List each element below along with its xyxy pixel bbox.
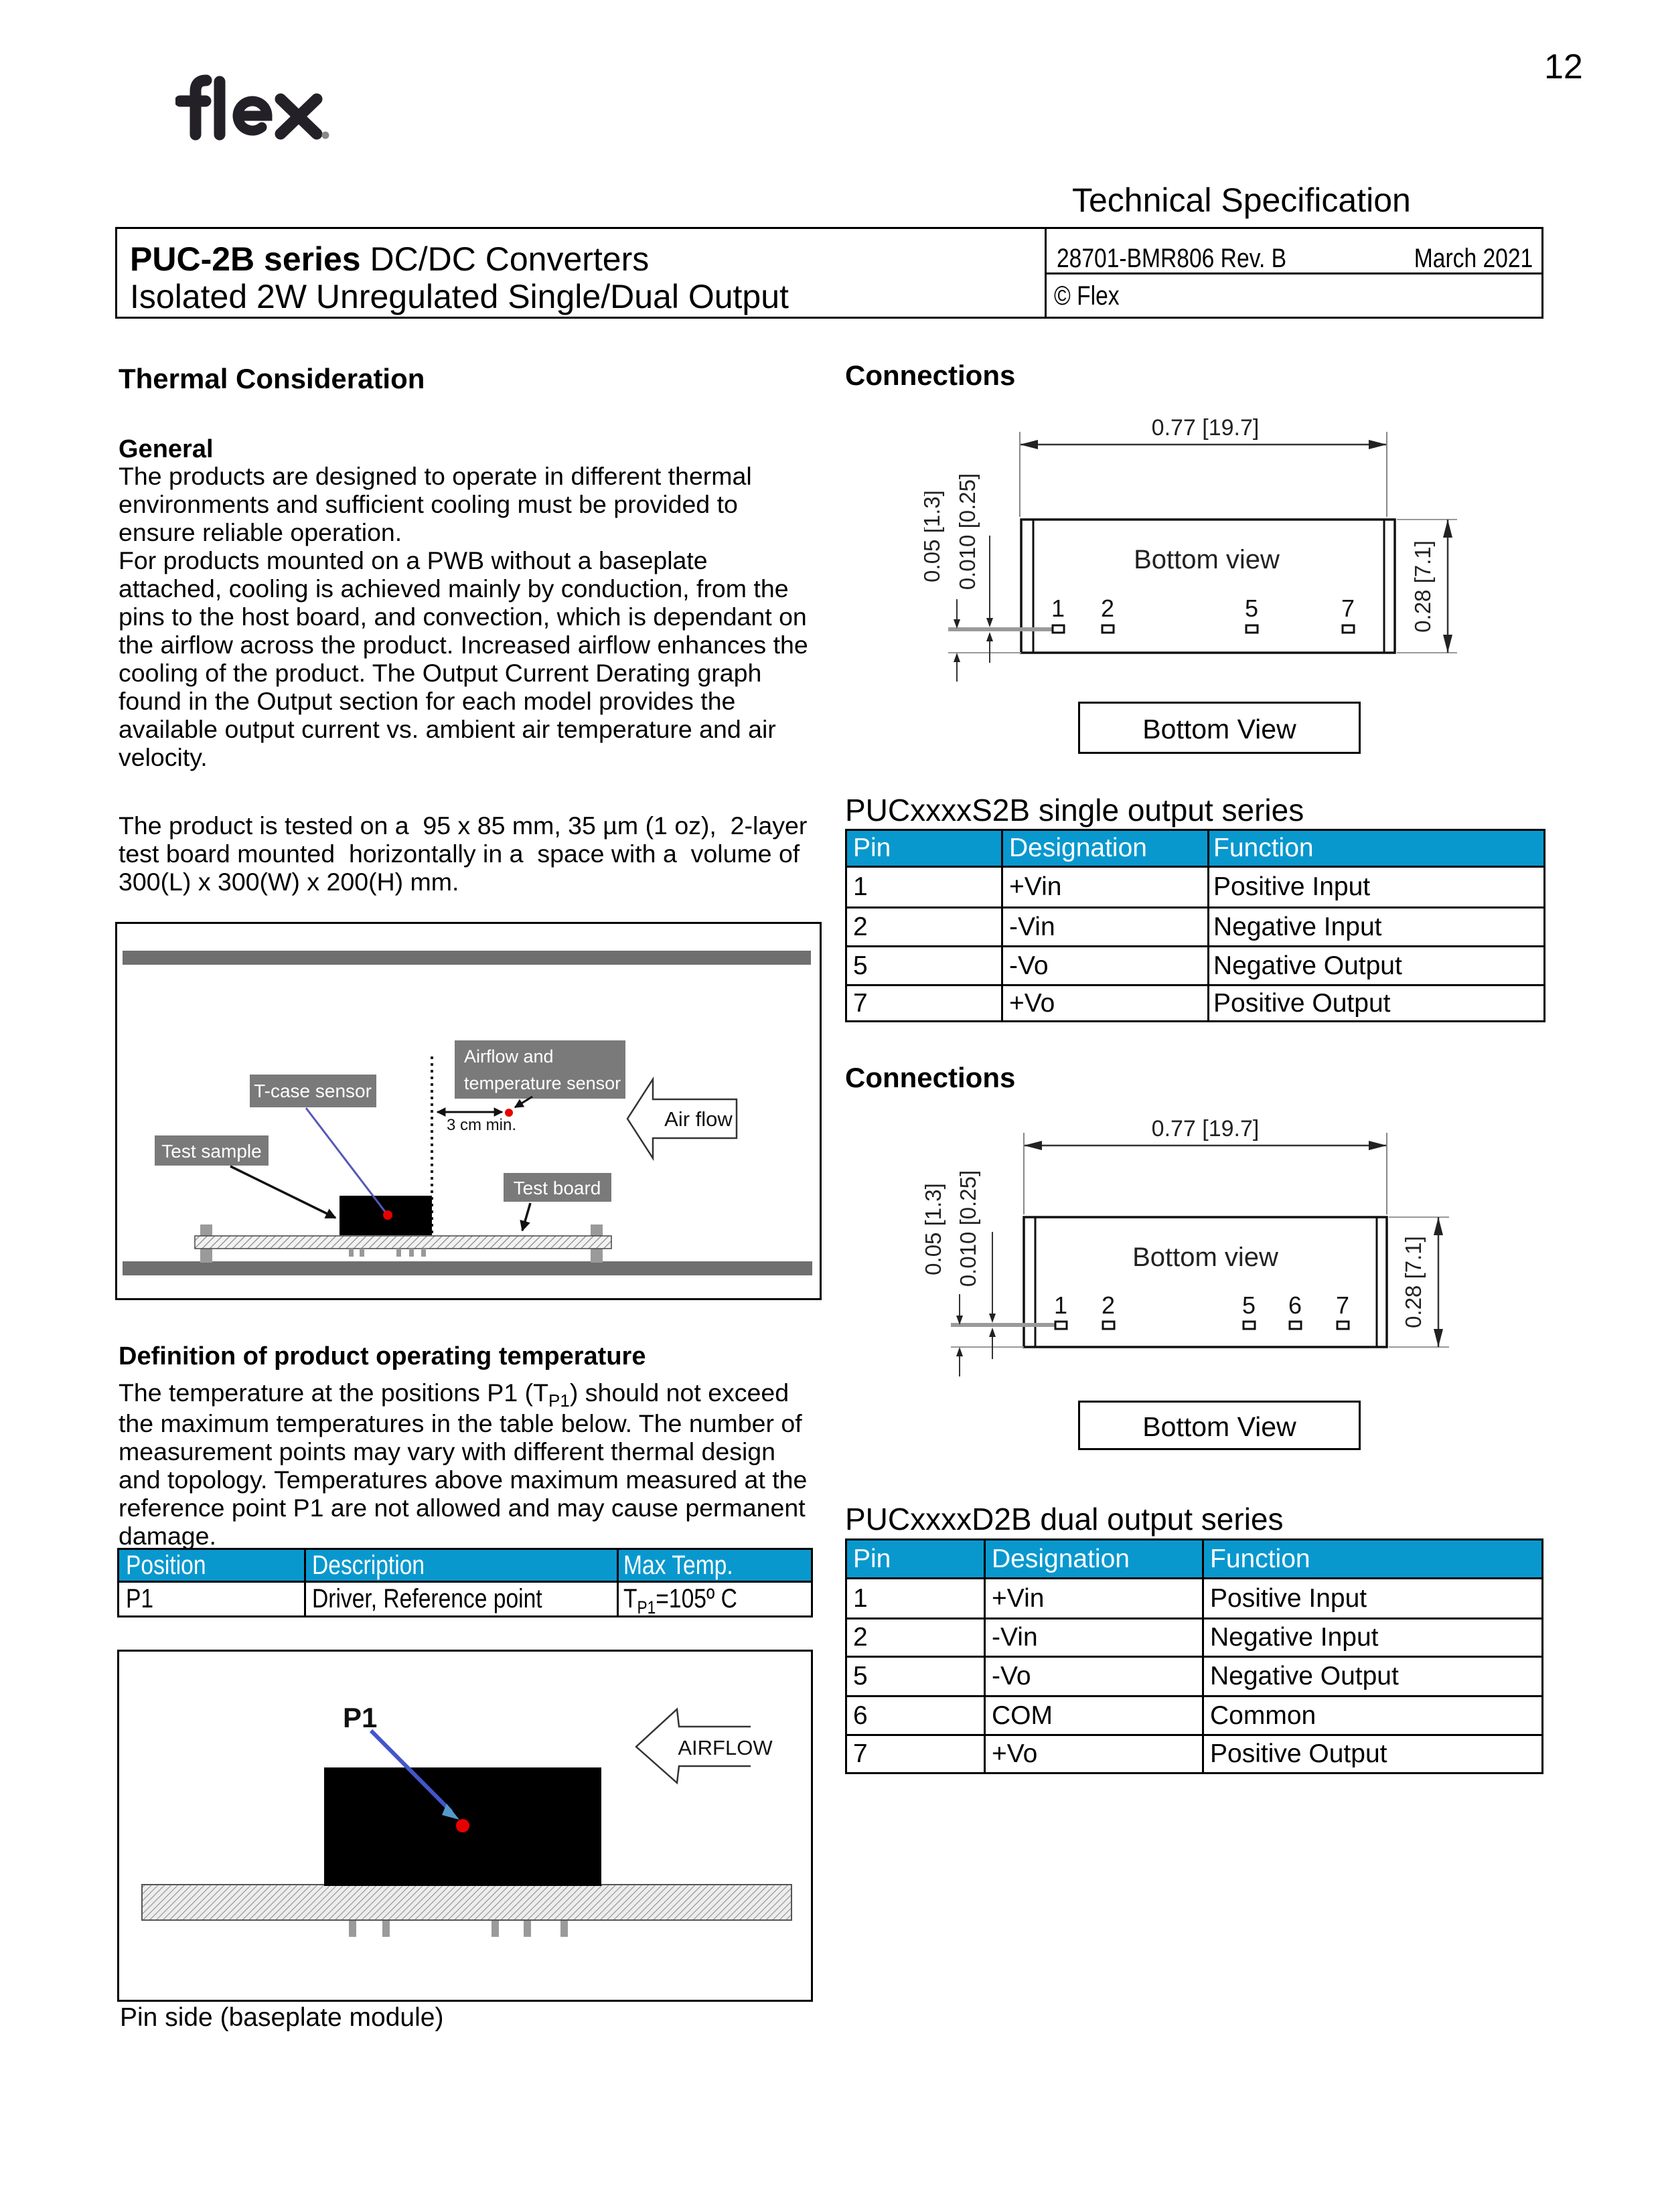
svg-text:5: 5	[1245, 595, 1258, 622]
svg-text:2: 2	[1101, 595, 1114, 622]
svg-text:1: 1	[1054, 1291, 1067, 1319]
svg-text:0.77 [19.7]: 0.77 [19.7]	[1152, 1116, 1260, 1141]
svg-text:Bottom view: Bottom view	[1132, 1243, 1278, 1272]
svg-text:7: 7	[1336, 1291, 1349, 1319]
svg-text:0.010 [0.25]: 0.010 [0.25]	[955, 473, 980, 590]
svg-text:Air flow: Air flow	[664, 1107, 733, 1131]
svg-text:AIRFLOW: AIRFLOW	[678, 1736, 773, 1759]
svg-text:temperature sensor: temperature sensor	[464, 1073, 621, 1093]
svg-text:7: 7	[1341, 595, 1355, 622]
svg-text:0.05 [1.3]: 0.05 [1.3]	[924, 1183, 946, 1275]
svg-text:3 cm min.: 3 cm min.	[447, 1116, 516, 1134]
svg-text:T-case sensor: T-case sensor	[254, 1081, 372, 1101]
svg-text:P1: P1	[343, 1702, 377, 1733]
svg-text:Bottom view: Bottom view	[1134, 545, 1280, 574]
svg-text:0.28 [7.1]: 0.28 [7.1]	[1401, 1236, 1426, 1328]
svg-text:5: 5	[1242, 1291, 1256, 1319]
svg-text:0.010 [0.25]: 0.010 [0.25]	[956, 1170, 980, 1287]
svg-text:0.05 [1.3]: 0.05 [1.3]	[924, 490, 944, 582]
svg-text:Airflow and: Airflow and	[464, 1046, 554, 1066]
svg-text:Test sample: Test sample	[161, 1141, 261, 1162]
svg-text:1: 1	[1051, 595, 1065, 622]
svg-text:6: 6	[1288, 1291, 1302, 1319]
svg-text:Test board: Test board	[514, 1178, 601, 1198]
svg-text:0.77 [19.7]: 0.77 [19.7]	[1152, 415, 1260, 441]
svg-text:0.28 [7.1]: 0.28 [7.1]	[1410, 540, 1435, 633]
svg-text:2: 2	[1102, 1291, 1115, 1319]
